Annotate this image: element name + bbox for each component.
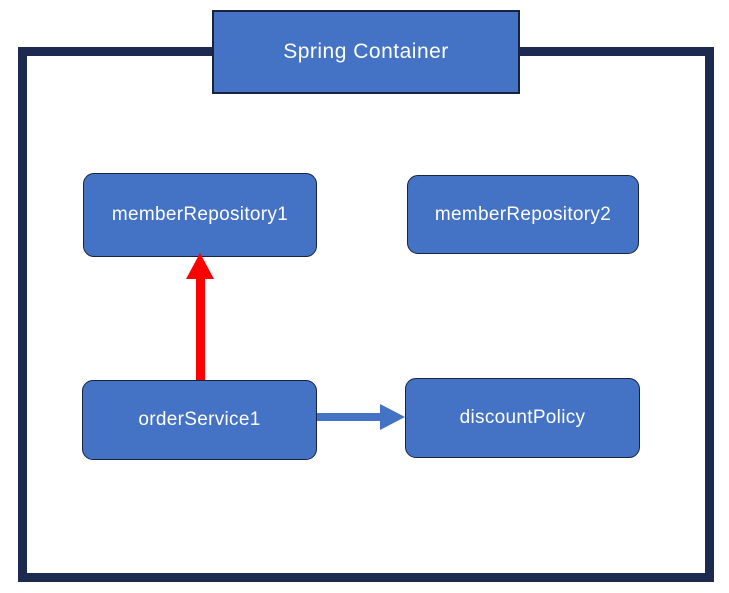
diagram-title: Spring Container xyxy=(283,40,449,63)
node-orderService1: orderService1 xyxy=(82,380,317,460)
node-memberRepository1: memberRepository1 xyxy=(83,173,317,257)
node-discountPolicy: discountPolicy xyxy=(405,378,640,458)
arrow-shaft xyxy=(317,413,381,421)
container-frame xyxy=(18,47,714,582)
arrow-head-up-icon xyxy=(186,253,214,279)
diagram-title-box: Spring Container xyxy=(212,10,520,94)
node-label: memberRepository2 xyxy=(434,203,612,225)
node-memberRepository2: memberRepository2 xyxy=(407,175,639,254)
node-label: memberRepository1 xyxy=(111,204,289,225)
node-label: orderService1 xyxy=(138,409,261,430)
arrow-shaft xyxy=(196,277,205,380)
arrow-head-right-icon xyxy=(380,404,405,430)
node-label: discountPolicy xyxy=(459,407,586,428)
